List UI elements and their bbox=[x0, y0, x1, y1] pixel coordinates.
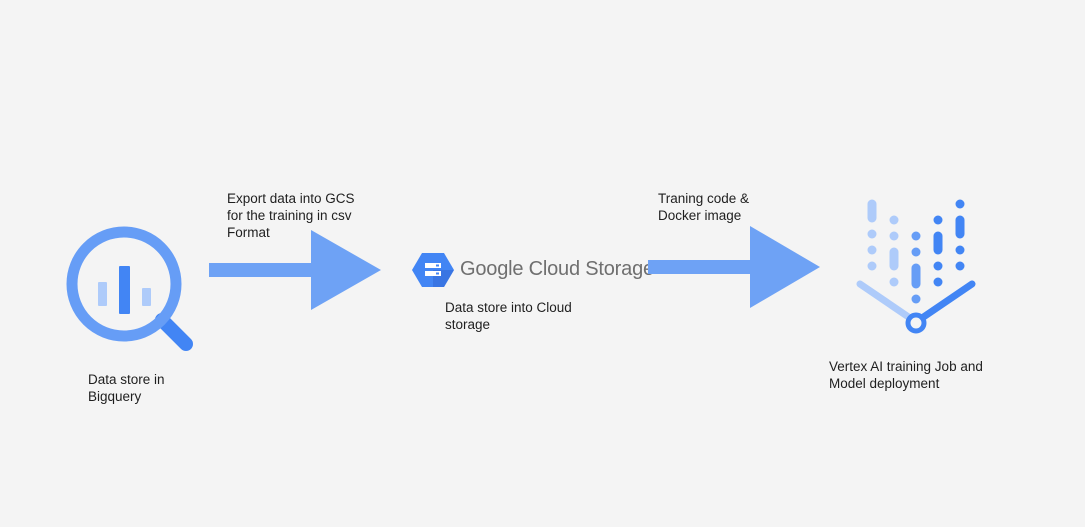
cloud-storage-icon bbox=[412, 253, 454, 287]
vertex-ai-caption: Vertex AI training Job and Model deploym… bbox=[829, 359, 983, 391]
arrow-training-code bbox=[648, 226, 820, 308]
vertex-col3-dot bbox=[911, 247, 921, 257]
arrow-1-head bbox=[311, 230, 381, 310]
arrow-1-shaft bbox=[209, 263, 314, 277]
arrow-2-head bbox=[750, 226, 820, 308]
vertex-col5-dot bbox=[955, 245, 965, 255]
vertex-ai-icon bbox=[856, 199, 976, 334]
vertex-arm-right bbox=[918, 280, 976, 322]
bar-right bbox=[142, 288, 151, 306]
vertex-col1-dot bbox=[867, 229, 877, 239]
gcs-light-top bbox=[436, 264, 439, 267]
vertex-col4-dot bbox=[933, 215, 943, 225]
gcs-logo-text: Google Cloud Storage bbox=[460, 258, 654, 280]
bigquery-icon bbox=[66, 226, 193, 351]
vertex-node bbox=[905, 312, 927, 334]
vertex-col2-dot bbox=[889, 277, 899, 287]
gcs-drive-top bbox=[425, 263, 441, 268]
arrow-export-to-gcs bbox=[209, 230, 381, 310]
bar-left bbox=[98, 282, 107, 306]
vertex-col5-dot bbox=[955, 261, 965, 271]
arrow-1-label: Export data into GCS for the training in… bbox=[227, 191, 355, 240]
gcs-light-bottom bbox=[436, 272, 439, 275]
vertex-col2-dot bbox=[889, 231, 899, 241]
vertex-col4-dot bbox=[933, 277, 943, 287]
cloud-storage-caption: Data store into Cloud storage bbox=[445, 300, 572, 332]
bigquery-caption: Data store in Bigquery bbox=[88, 372, 165, 404]
arrow-2-label: Traning code & Docker image bbox=[658, 191, 750, 223]
magnifier-handle bbox=[155, 313, 193, 351]
vertex-col4-dot bbox=[933, 261, 943, 271]
vertex-col3-dot bbox=[911, 294, 921, 304]
vertex-col1-dot bbox=[867, 261, 877, 271]
magnifier-ring bbox=[66, 226, 182, 342]
vertex-col1-dot bbox=[867, 245, 877, 255]
arrow-2-shaft bbox=[648, 260, 753, 274]
bar-center bbox=[119, 266, 130, 314]
vertex-col5-dot bbox=[955, 199, 965, 209]
vertex-col2-dot bbox=[889, 215, 899, 225]
gcs-drive-bottom bbox=[425, 271, 441, 276]
vertex-arm-left bbox=[856, 280, 914, 322]
vertex-col3-dot bbox=[911, 231, 921, 241]
